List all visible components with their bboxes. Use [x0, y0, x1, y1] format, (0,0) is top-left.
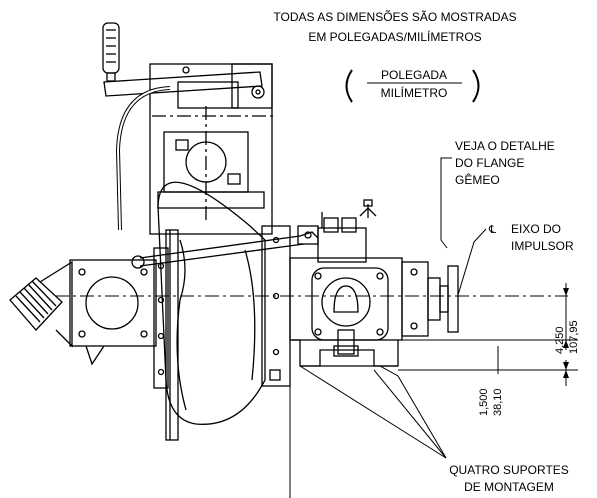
dim-upper-inch: 4,250	[554, 326, 566, 354]
header-line-1: TODAS AS DIMENSÕES SÃO MOSTRADAS	[273, 9, 516, 24]
dim-upper-mm: 107,95	[568, 320, 580, 354]
feet-note-line-2: DE MONTAGEM	[464, 480, 554, 494]
drive-housing	[401, 261, 429, 337]
right-paren	[472, 69, 480, 103]
unit-denominator: MILÍMETRO	[381, 85, 448, 100]
dim-lower-inch: 1,500	[478, 388, 490, 416]
arrow-lower-bottom	[563, 370, 569, 378]
crank-handle	[102, 22, 263, 97]
arrow-upper-bottom	[563, 340, 569, 348]
unit-numerator: POLEGADA	[381, 68, 447, 82]
flange-note-line-3: GÊMEO	[455, 172, 500, 187]
mounting-base	[292, 339, 399, 367]
left-paren	[345, 69, 353, 103]
rear-cover	[261, 225, 291, 387]
flange-note-line-1: VEJA O DETALHE	[455, 139, 555, 153]
unit-fraction: POLEGADA MILÍMETRO	[345, 68, 480, 103]
main-flange	[153, 247, 169, 389]
discharge-line	[139, 231, 319, 259]
axis-note-line-1: EIXO DO	[511, 222, 561, 236]
centerline-icon: ℄	[488, 224, 496, 236]
dimension-arrows	[563, 288, 569, 378]
priming-tube	[115, 86, 171, 231]
arrow-upper-top	[563, 288, 569, 296]
feet-leader-3	[373, 369, 447, 459]
flange-note-line-2: DO FLANGE	[455, 156, 524, 170]
flange-leader	[440, 157, 452, 249]
volute-casing	[157, 181, 266, 425]
pump-body	[9, 22, 459, 441]
axis-leader	[457, 228, 487, 296]
bearing-bracket	[289, 257, 403, 341]
axis-note-line-2: IMPULSOR	[511, 239, 574, 253]
arrow-lower-top	[563, 362, 569, 370]
feet-leader-1	[379, 365, 447, 459]
centerline-symbol: ℄	[488, 224, 496, 236]
suction-flange	[69, 259, 157, 347]
priming-housing	[149, 63, 273, 235]
suction-elbow	[9, 260, 73, 348]
header-line-2: EM POLEGADAS/MILÍMETROS	[308, 29, 481, 44]
feet-leader-2	[299, 365, 447, 459]
dim-lower-mm: 38,10	[492, 388, 504, 416]
feet-note-line-1: QUATRO SUPORTES	[449, 463, 569, 477]
